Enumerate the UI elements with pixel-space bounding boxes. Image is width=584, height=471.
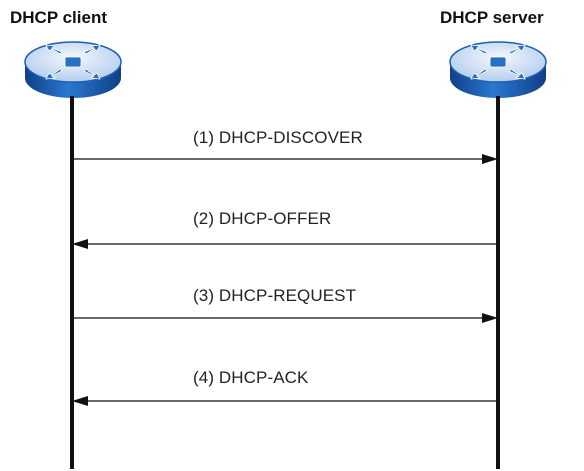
client-router-icon [22, 38, 124, 105]
arrow-right-request [72, 311, 498, 325]
arrow-right-discover [72, 152, 498, 166]
client-lifeline [70, 96, 74, 469]
message-label-request: (3) DHCP-REQUEST [193, 286, 357, 305]
client-title: DHCP client [10, 8, 107, 27]
server-router-icon [447, 38, 549, 105]
server-title: DHCP server [440, 8, 544, 27]
server-lifeline [496, 96, 500, 469]
message-label-discover: (1) DHCP-DISCOVER [193, 128, 363, 147]
message-label-offer: (2) DHCP-OFFER [193, 209, 332, 228]
message-label-ack: (4) DHCP-ACK [193, 368, 309, 387]
arrow-left-ack [72, 394, 498, 408]
arrow-left-offer [72, 237, 498, 251]
